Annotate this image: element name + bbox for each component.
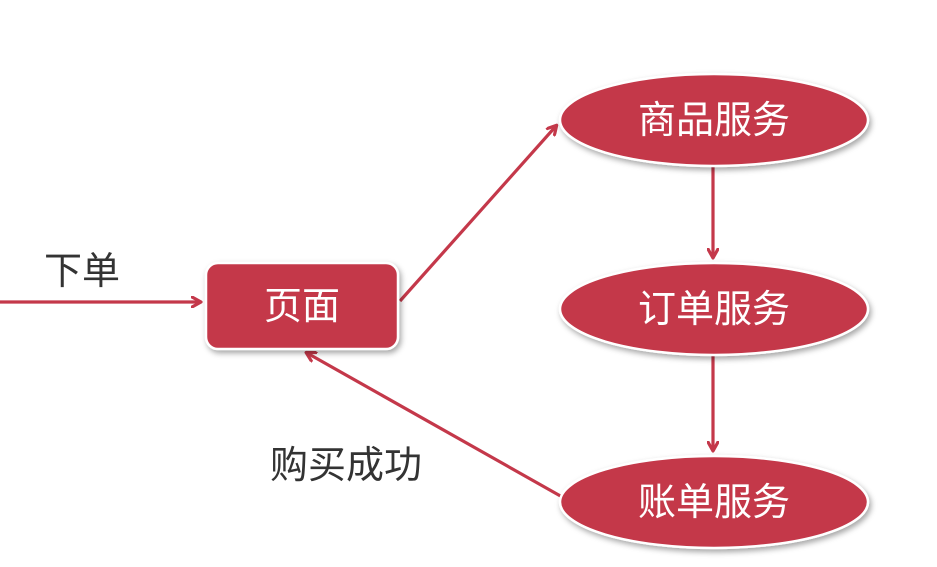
node-page-box xyxy=(204,261,400,351)
node-order-service-label: 订单服务 xyxy=(638,287,790,331)
node-billing-service-ellipse xyxy=(558,454,870,550)
node-page-label: 页面 xyxy=(264,284,340,328)
node-order-service: 订单服务 xyxy=(558,261,870,357)
node-order-service-ellipse xyxy=(558,261,870,357)
node-billing-service: 账单服务 xyxy=(558,454,870,550)
arrow-billing-service-to-page xyxy=(307,353,565,500)
node-product-service-label: 商品服务 xyxy=(638,98,790,142)
label-place-order: 下单 xyxy=(44,249,120,293)
node-product-service-ellipse xyxy=(558,72,870,168)
label-purchase-success: 购买成功 xyxy=(270,443,422,487)
node-page: 页面 xyxy=(204,261,400,351)
node-product-service: 商品服务 xyxy=(558,72,870,168)
arrow-page-to-product-service xyxy=(398,126,556,303)
node-billing-service-label: 账单服务 xyxy=(638,480,790,524)
